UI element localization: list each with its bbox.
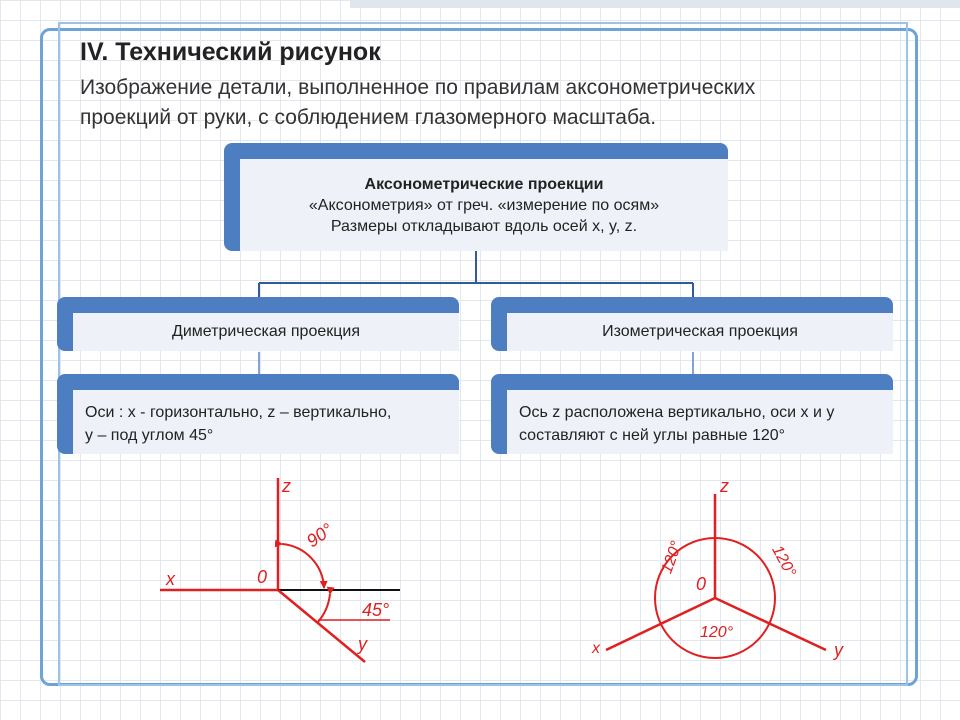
dimetric-description-box: Оси : x - горизонтально, z – вертикально… xyxy=(57,374,459,454)
dimetric-label-box: Диметрическая проекция xyxy=(57,297,459,351)
subtitle-line-2: проекций от руки, с соблюдением глазомер… xyxy=(80,106,657,129)
dimetric-90-arc xyxy=(274,539,328,589)
isometric-angle-right-label: 120° xyxy=(768,543,799,581)
slide-title: IV. Технический рисунок xyxy=(80,38,381,66)
axonometric-definition: «Аксонометрия» от греч. «измерение по ос… xyxy=(308,196,660,214)
isometric-label: Изометрическая проекция xyxy=(602,323,798,340)
isometric-desc-line-2: составляют с ней углы равные 120° xyxy=(519,427,786,444)
subtitle-line-1: Изображение детали, выполненное по прави… xyxy=(80,76,756,99)
isometric-angle-left-label: 120° xyxy=(658,538,685,575)
dimetric-angle-45-label: 45° xyxy=(362,600,389,620)
dimetric-y-axis xyxy=(277,589,366,663)
isometric-angle-circle xyxy=(654,537,776,659)
isometric-x-label: x xyxy=(591,640,601,657)
isometric-z-label: z xyxy=(719,476,729,496)
dimetric-x-label: x xyxy=(165,569,176,589)
dimetric-angle-90-label: 90° xyxy=(303,519,337,551)
dimetric-45-arc xyxy=(317,586,335,623)
isometric-desc-line-1: Ось z расположена вертикально, оси x и y xyxy=(519,404,835,421)
isometric-y-label: y xyxy=(832,640,844,660)
dimetric-desc-line-2: y – под углом 45° xyxy=(85,427,214,444)
slide-frame-inner xyxy=(58,22,908,686)
isometric-y-axis xyxy=(714,596,827,652)
dimetric-label: Диметрическая проекция xyxy=(171,323,361,340)
slide-subtitle: Изображение детали, выполненное по прави… xyxy=(80,73,900,133)
axonometric-rule: Размеры откладывают вдоль осей x, y, z. xyxy=(330,217,638,235)
isometric-diagram: z x y 0 120° 120° 120° xyxy=(591,476,844,660)
axonometric-heading: Аксонометрические проекции xyxy=(364,175,604,193)
isometric-origin-label: 0 xyxy=(696,574,706,594)
dimetric-z-label: z xyxy=(281,476,291,496)
isometric-label-box: Изометрическая проекция xyxy=(491,297,893,351)
dimetric-origin-label: 0 xyxy=(257,567,267,587)
dimetric-diagram: z x 0 y 90° 45° xyxy=(160,476,400,663)
isometric-description-box: Ось z расположена вертикально, оси x и y… xyxy=(491,374,893,454)
dimetric-y-label: y xyxy=(356,634,368,654)
isometric-angle-bottom-label: 120° xyxy=(700,624,734,641)
dimetric-desc-line-1: Оси : x - горизонтально, z – вертикально… xyxy=(85,404,392,421)
corner-strip xyxy=(350,0,960,8)
axonometric-box: Аксонометрические проекции «Аксонометрия… xyxy=(224,143,728,251)
